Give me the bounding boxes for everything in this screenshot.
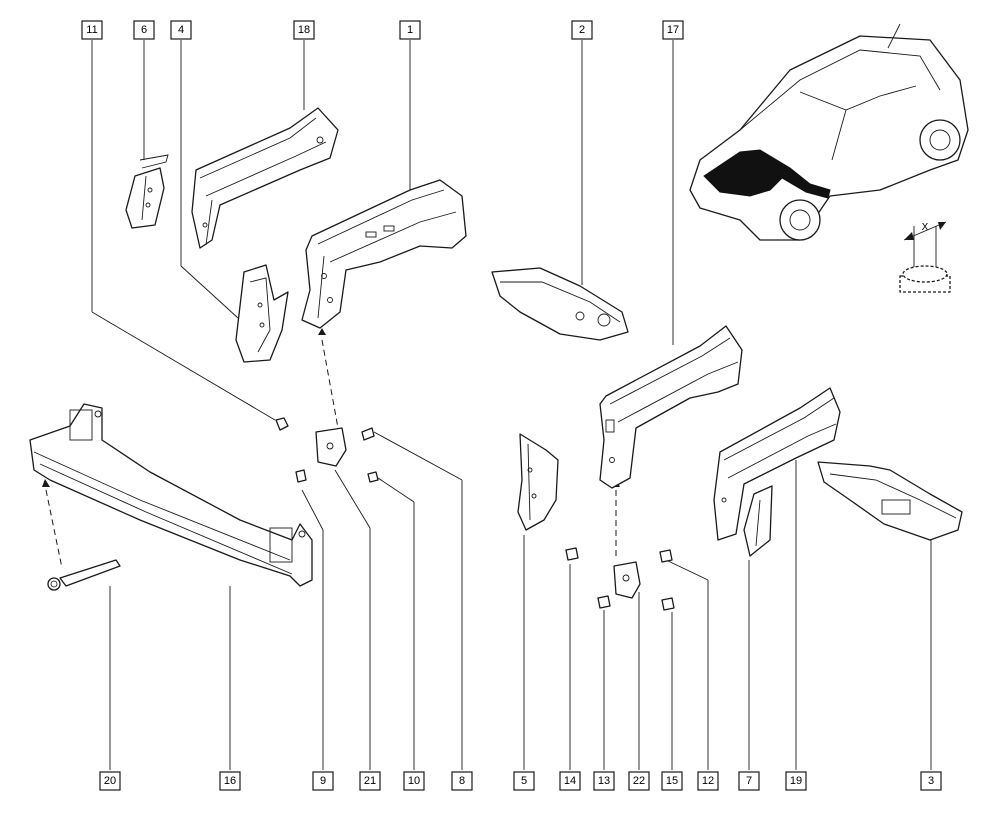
svg-text:13: 13 <box>598 775 610 787</box>
label-10: 10 <box>403 771 425 791</box>
svg-text:4: 4 <box>178 24 184 36</box>
part-17-side-member <box>599 325 743 489</box>
label-4: 4 <box>170 20 192 40</box>
svg-text:3: 3 <box>928 775 934 787</box>
svg-text:1: 1 <box>407 24 413 36</box>
svg-text:11: 11 <box>86 24 97 36</box>
part-19-rail <box>713 387 841 541</box>
label-8: 8 <box>451 771 473 791</box>
leader-12-b <box>665 559 709 581</box>
label-20: 20 <box>99 771 121 791</box>
svg-text:16: 16 <box>224 775 236 787</box>
svg-text:22: 22 <box>633 775 645 787</box>
part-7-plate <box>743 485 773 557</box>
part-6-bracket <box>125 154 169 229</box>
label-1: 1 <box>399 20 421 40</box>
svg-text:15: 15 <box>666 775 678 787</box>
label-16: 16 <box>219 771 241 791</box>
leader-21-b <box>334 469 371 529</box>
leader-8-b <box>373 431 463 481</box>
label-9: 9 <box>312 771 334 791</box>
label-15: 15 <box>661 771 683 791</box>
part-1-side-member <box>301 179 467 329</box>
svg-text:19: 19 <box>790 775 802 787</box>
svg-text:21: 21 <box>364 775 376 787</box>
label-21: 21 <box>359 771 381 791</box>
svg-text:12: 12 <box>702 775 714 787</box>
label-5: 5 <box>513 771 535 791</box>
label-12: 12 <box>697 771 719 791</box>
part-22-bracket <box>613 561 641 599</box>
part-20-tow-hook <box>47 559 121 591</box>
part-2-apron <box>491 267 629 341</box>
fasteners-left <box>275 417 379 483</box>
leader-11-b <box>91 311 276 421</box>
leader-10-b <box>377 477 415 503</box>
dimension-detail: X <box>899 221 951 293</box>
part-21-bracket <box>315 427 347 467</box>
label-17: 17 <box>662 20 684 40</box>
label-14: 14 <box>559 771 581 791</box>
label-2: 2 <box>571 20 593 40</box>
part-16-bumper-beam <box>29 403 313 587</box>
svg-text:7: 7 <box>746 775 752 787</box>
part-3-apron <box>817 461 963 541</box>
svg-text:6: 6 <box>141 24 147 36</box>
label-6: 6 <box>133 20 155 40</box>
svg-text:5: 5 <box>521 775 527 787</box>
svg-text:9: 9 <box>320 775 326 787</box>
label-22: 22 <box>628 771 650 791</box>
svg-text:2: 2 <box>579 24 585 36</box>
leader-lines <box>91 40 932 770</box>
leader-4-b <box>180 265 239 319</box>
car-location-view <box>689 23 969 241</box>
label-11: 11 <box>81 20 103 40</box>
label-3: 3 <box>920 771 942 791</box>
label-18: 18 <box>293 20 315 40</box>
svg-text:18: 18 <box>298 24 310 36</box>
label-7: 7 <box>738 771 760 791</box>
dimension-mark: X <box>922 222 929 233</box>
leader-9-b <box>301 489 324 531</box>
label-13: 13 <box>593 771 615 791</box>
svg-text:20: 20 <box>104 775 116 787</box>
svg-text:8: 8 <box>459 775 465 787</box>
part-4-bracket <box>235 264 289 363</box>
part-18-rail <box>191 107 339 249</box>
fasteners-right <box>565 547 675 611</box>
part-5-gusset <box>517 433 559 531</box>
svg-text:14: 14 <box>564 775 576 787</box>
svg-text:17: 17 <box>667 24 679 36</box>
label-19: 19 <box>785 771 807 791</box>
svg-text:10: 10 <box>408 775 420 787</box>
